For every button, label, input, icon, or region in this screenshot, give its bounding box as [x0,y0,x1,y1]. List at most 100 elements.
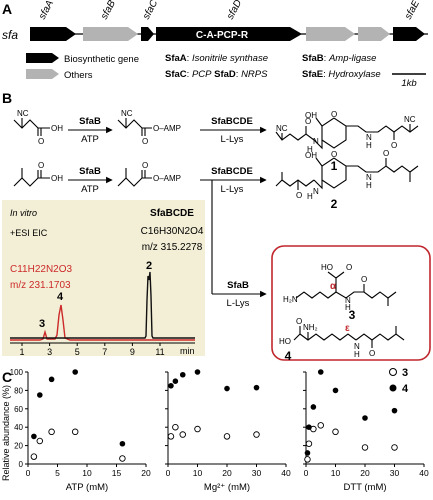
product-4-ho: HO [279,337,291,346]
product-4-h: H [354,350,360,359]
adenylate-2-chain [117,168,152,187]
data-point-series-3 [194,425,201,433]
scale-bar-label: 1kb [401,78,416,89]
row1-atoms: NC O OH NC O O–AMP NC O H N OH O N H O N… [17,109,416,173]
y-tick-label: 20 [14,442,23,451]
gene-arrow-other-1 [306,27,355,41]
data-point-series-4 [306,424,312,431]
gene-arrow-sfaA [30,27,76,41]
product-2-n-left: N [313,187,319,196]
gene-legend: Biosynthetic gene Others [26,53,139,81]
data-point-series-3 [253,431,260,438]
x-tick-label: 20 [360,468,370,478]
data-point-series-4 [37,392,43,398]
product-3-carboxyl [327,271,345,292]
gene-label-sfaC: sfaC [141,0,161,21]
data-point-series-4 [362,415,368,421]
row1-atp-label: ATP [81,134,99,145]
legend-arrow-biosynthetic [26,53,59,63]
legend-biosynthetic: Biosynthetic gene [64,54,139,65]
eic-tick-label: 11 [155,347,164,357]
gene-arrow-sfaE [393,27,425,41]
eic-x-unit: min [180,346,195,356]
row2-lys-label: L-Lys [221,184,244,195]
product-4-amide-chain [355,333,405,341]
eic-tick-label: 7 [102,347,107,357]
eic-tick-label: 1 [19,347,24,357]
eic-peak-4: 4 [57,291,64,303]
substrate-1-carbonyl [37,128,42,136]
x-tick-label: 30 [390,468,400,478]
eic-trace-black [10,271,195,339]
data-point-series-4 [168,383,174,389]
eic-peak-3: 3 [39,318,45,330]
eic-mz-black: m/z 315.2278 [142,242,203,253]
product-4-o: O [296,317,302,326]
row1-sfab-label: SfaB [79,116,101,127]
y-tick-label: 40 [14,423,23,432]
data-point-series-4 [72,369,78,375]
product-3-ho: HO [321,263,333,272]
x-tick-label: 0 [304,468,309,478]
x-tick-label: 5 [55,468,60,478]
x-tick-label: 0 [26,468,31,478]
panel-a-label: A [2,1,12,17]
data-point-series-4 [310,404,317,410]
substrate-2-oh: OH [51,174,63,183]
annotation-sfaC-sfaD: SfaC: PCP SfaD: NRPS [165,69,268,80]
row3-sfab-label: SfaB [227,280,249,291]
product-1-nc-right: NC [404,115,416,124]
product-3-bonds [295,271,397,306]
data-point-series-3 [48,428,55,436]
product-1-o-left: O [305,117,311,126]
x-tick-label: 15 [112,468,122,478]
data-point-series-4 [317,369,324,375]
product-2-oh: OH [305,151,317,160]
gene-arrow-sfaD [156,27,302,41]
product-4-number: 4 [285,349,292,363]
data-point-series-3 [71,428,79,436]
product-1-h-left: H [307,145,313,154]
product-3-n: N [345,296,351,305]
product-2-number: 2 [331,197,338,211]
eic-tick-label: 3 [47,347,52,357]
adenylate-1-o: O [142,137,148,146]
y-tick-label: 100 [10,368,24,377]
product-2-h-left: H [307,192,313,201]
data-point-series-3 [172,423,179,431]
data-point-series-4 [253,384,260,391]
x-tick-label: 40 [281,468,291,478]
y-tick-label: 80 [14,386,23,395]
substrate-2-o: O [38,161,44,170]
product-1-n-right: N [366,133,372,142]
data-point-series-3 [119,455,126,462]
gene-label-sfaA: sfaA [37,0,56,21]
panel-c-legend: 3 4 [389,367,409,395]
product-2-amide [377,165,419,182]
product-4-n: N [354,342,360,351]
row1-lys-label: L-Lys [221,134,244,145]
product-3-lys-chain [295,291,337,299]
eic-tick-label: 9 [130,347,135,357]
product-3-atoms: H₂N HO O N H O α 3 [283,263,367,322]
eic-formula-red: C11H22N2O3 [10,264,73,275]
annotation-sfaB: SfaB: Amp-ligase [302,53,376,64]
amp-1: O–AMP [153,124,181,133]
eic-enzyme-label: SfaBCDE [150,208,194,219]
eic-mode: +ESI EIC [10,228,48,238]
product-3-o: O [346,263,352,272]
data-point-series-4 [48,376,55,383]
product-1-ring [313,117,347,150]
product-2-h-right: H [366,181,372,190]
product-1-ring-o: O [331,110,337,119]
product-2-oh [315,157,323,167]
x-axis-label: Mg²⁺ (mM) [204,482,250,493]
panel-c-ylabel: Relative abundance (%) [1,385,11,481]
adenylate-2-o: O [142,161,148,170]
data-point-series-3 [167,433,175,440]
row2-atp-label: ATP [81,184,99,195]
